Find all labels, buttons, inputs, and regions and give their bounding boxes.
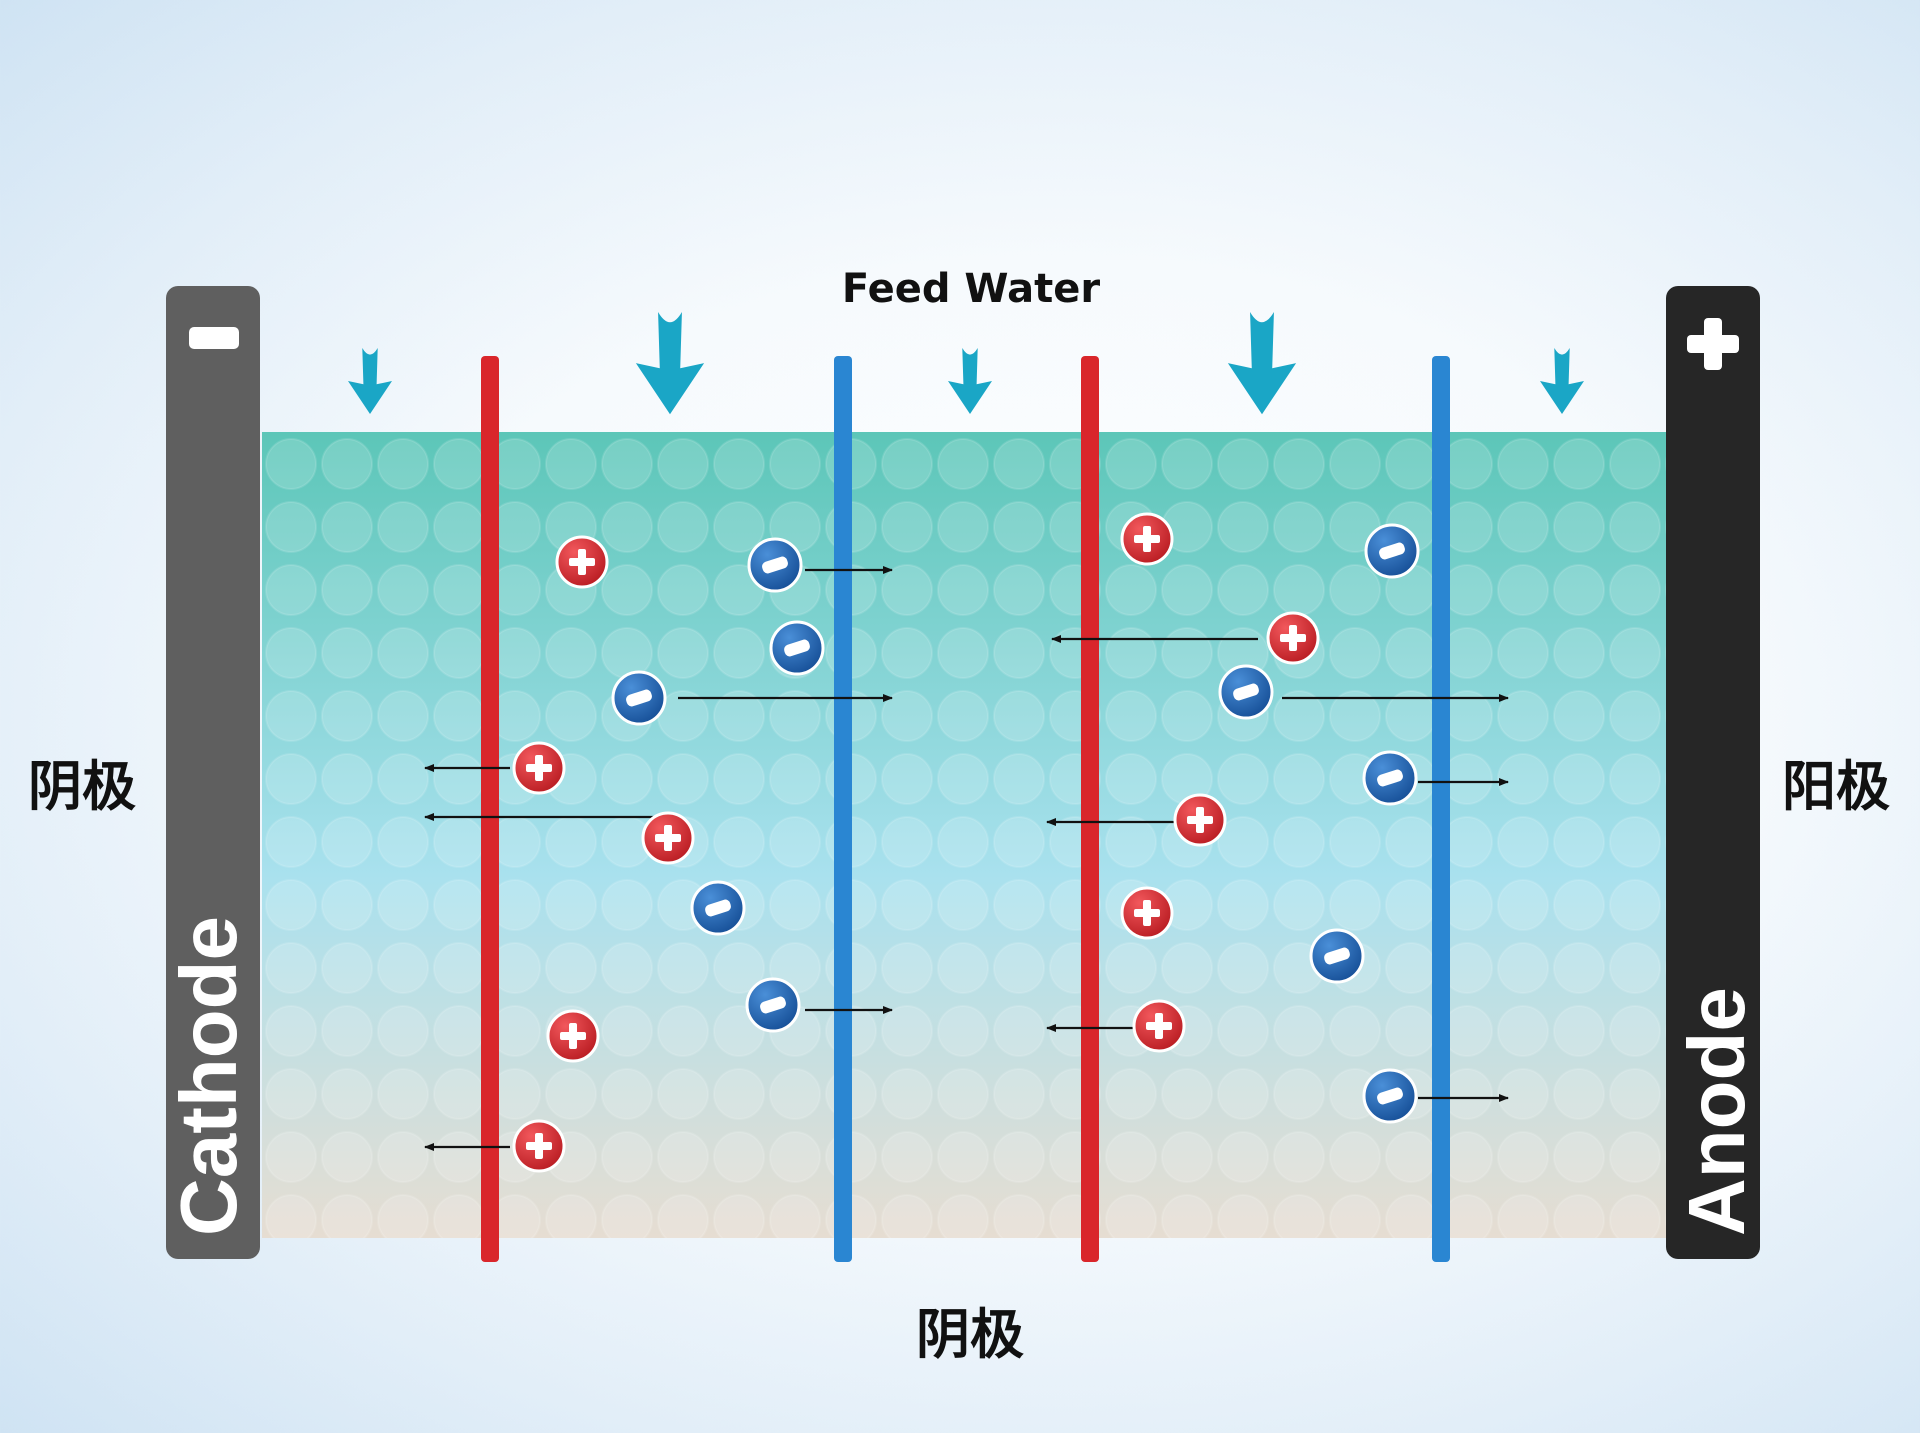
water-bubbles — [262, 432, 1668, 1238]
cation-exchange-membrane — [1081, 356, 1099, 1262]
plus-icon — [1146, 1013, 1172, 1039]
cation — [1266, 611, 1320, 665]
anode-label: Anode — [1672, 987, 1761, 1236]
left-side-label: 阴极 — [28, 755, 136, 818]
right-side-label: 阳极 — [1782, 755, 1890, 818]
anion-exchange-membrane — [1432, 356, 1450, 1262]
cation — [1120, 512, 1174, 566]
minus-icon — [705, 899, 731, 917]
cation — [1132, 999, 1186, 1053]
cation — [1120, 886, 1174, 940]
plus-icon — [1687, 318, 1739, 370]
minus-icon — [626, 689, 652, 707]
anion — [1364, 523, 1420, 579]
anion — [1309, 928, 1365, 984]
plus-icon — [1134, 526, 1160, 552]
plus-icon — [569, 549, 595, 575]
feed-arrows — [348, 312, 1584, 415]
plus-icon — [1280, 625, 1306, 651]
down-arrow-icon — [948, 348, 992, 414]
anion — [745, 977, 801, 1033]
bottom-label: 阴极 — [916, 1303, 1024, 1366]
plus-icon — [1187, 807, 1213, 833]
down-arrow-icon — [635, 312, 705, 415]
cation — [512, 1119, 566, 1173]
minus-icon — [1233, 683, 1259, 701]
plus-icon — [526, 1133, 552, 1159]
minus-icon — [762, 556, 788, 574]
anion — [747, 537, 803, 593]
minus-icon — [1324, 947, 1350, 965]
down-arrow-icon — [348, 348, 392, 414]
cathode-label: Cathode — [164, 916, 253, 1236]
anion — [1362, 1068, 1418, 1124]
anion-exchange-membrane — [834, 356, 852, 1262]
plus-icon — [560, 1023, 586, 1049]
membranes — [481, 356, 1450, 1262]
anion — [690, 880, 746, 936]
plus-icon — [526, 755, 552, 781]
anion — [1362, 750, 1418, 806]
minus-icon — [760, 996, 786, 1014]
cation — [555, 535, 609, 589]
ions — [512, 512, 1420, 1173]
cathode-electrode: Cathode — [164, 286, 260, 1259]
anion — [769, 620, 825, 676]
down-arrow-icon — [1227, 312, 1297, 415]
cation — [1173, 793, 1227, 847]
cation — [641, 811, 695, 865]
migration-arrows — [424, 566, 1509, 1151]
cation-exchange-membrane — [481, 356, 499, 1262]
minus-icon — [1377, 769, 1403, 787]
down-arrow-icon — [1540, 348, 1584, 414]
plus-icon — [655, 825, 681, 851]
minus-icon — [1379, 542, 1405, 560]
anion — [1218, 664, 1274, 720]
feed-water-label: Feed Water — [841, 266, 1101, 312]
anion — [611, 670, 667, 726]
minus-icon — [784, 639, 810, 657]
minus-icon — [1377, 1087, 1403, 1105]
plus-icon — [1134, 900, 1160, 926]
cation — [512, 741, 566, 795]
anode-electrode: Anode — [1666, 286, 1761, 1259]
minus-icon — [189, 327, 239, 349]
cation — [546, 1009, 600, 1063]
